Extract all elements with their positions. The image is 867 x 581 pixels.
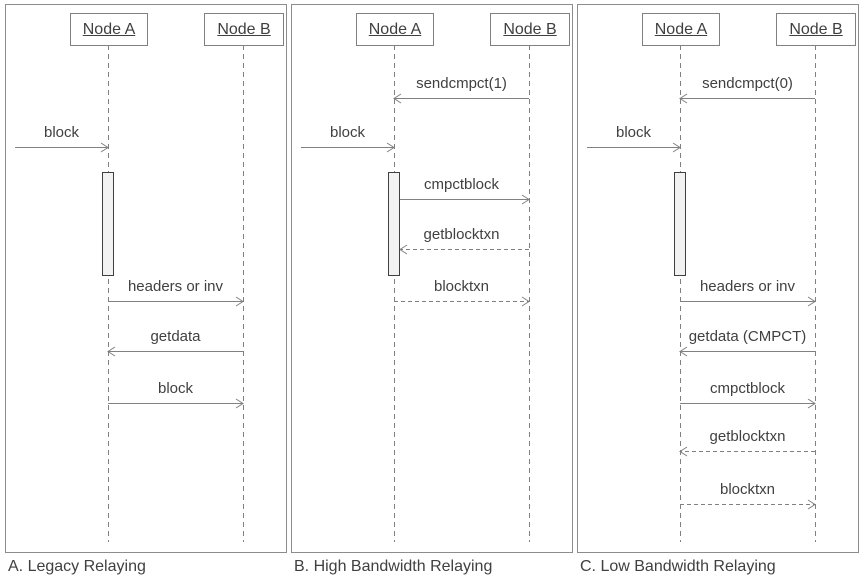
node-a-label: Node A <box>368 20 422 38</box>
message-label: sendcmpct(0) <box>702 75 793 92</box>
arrowhead-icon <box>521 194 530 205</box>
message-label: getdata <box>150 328 201 345</box>
message-label: getblocktxn <box>709 428 786 445</box>
node-a-label: Node A <box>654 20 708 38</box>
message-label: blocktxn <box>719 481 776 498</box>
panel-c: Node A Node B sendcmpct(0) block headers or … <box>577 4 859 553</box>
node-b-label: Node B <box>217 20 271 38</box>
panel-b-lines <box>301 45 530 542</box>
message-label: getblocktxn <box>423 226 500 243</box>
activation-bar-node-a <box>102 172 114 276</box>
message-label: blocktxn <box>433 278 490 295</box>
message-label: block <box>329 124 366 141</box>
arrowhead-icon <box>399 244 408 255</box>
message-label: sendcmpct(1) <box>416 75 507 92</box>
message-label: block <box>43 124 80 141</box>
arrowhead-icon <box>521 296 530 307</box>
node-b-box: Node B <box>204 13 284 46</box>
panel-caption: C. Low Bandwidth Relaying <box>580 558 776 575</box>
message-label: headers or inv <box>127 278 224 295</box>
node-a-box: Node A <box>642 13 720 46</box>
panel-a-lines <box>15 45 244 542</box>
arrowhead-icon <box>679 446 688 457</box>
panel-c-lines <box>587 45 816 542</box>
node-a-label: Node A <box>82 20 136 38</box>
message-label: headers or inv <box>699 278 796 295</box>
arrowhead-icon <box>679 346 688 357</box>
arrowhead-icon <box>235 296 244 307</box>
node-b-label: Node B <box>503 20 557 38</box>
node-a-box: Node A <box>356 13 434 46</box>
message-label: cmpctblock <box>709 380 786 397</box>
arrowhead-icon <box>807 499 816 510</box>
arrowhead-icon <box>672 142 681 153</box>
message-label: block <box>157 380 194 397</box>
arrowhead-icon <box>679 93 688 104</box>
panel-b: Node A Node B sendcmpct(1) block cmpctblock g… <box>291 4 573 553</box>
node-a-box: Node A <box>70 13 148 46</box>
message-label: block <box>615 124 652 141</box>
arrowhead-icon <box>807 296 816 307</box>
arrowhead-icon <box>386 142 395 153</box>
message-label: cmpctblock <box>423 176 500 193</box>
arrowhead-icon <box>235 398 244 409</box>
activation-bar-node-a <box>674 172 686 276</box>
panel-caption: B. High Bandwidth Relaying <box>294 558 493 575</box>
arrowhead-icon <box>807 398 816 409</box>
node-b-label: Node B <box>789 20 843 38</box>
activation-bar-node-a <box>388 172 400 276</box>
node-b-box: Node B <box>490 13 570 46</box>
panel-a: Node A Node B block headers or inv getdata bl… <box>5 4 287 553</box>
message-label: getdata (CMPCT) <box>688 328 807 345</box>
panel-caption: A. Legacy Relaying <box>8 558 146 575</box>
arrowhead-icon <box>393 93 402 104</box>
arrowhead-icon <box>107 346 116 357</box>
arrowhead-icon <box>100 142 109 153</box>
node-b-box: Node B <box>776 13 856 46</box>
